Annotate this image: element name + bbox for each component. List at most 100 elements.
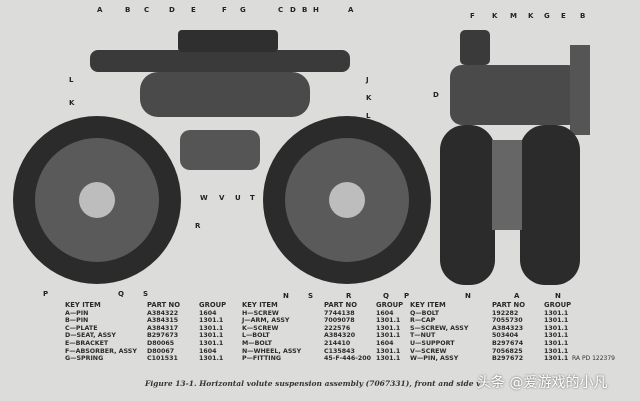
part-no: A384315 <box>147 317 179 325</box>
table-row: G—SPRING C101531 1301.1 <box>65 355 239 363</box>
item: N—WHEEL, ASSY <box>242 347 302 355</box>
callout: R <box>346 292 352 300</box>
part-no: 7055730 <box>492 317 523 325</box>
callout: E <box>561 12 566 20</box>
part-no: D80067 <box>147 347 175 355</box>
group: 1301.1 <box>199 317 224 325</box>
callout: D <box>433 91 439 99</box>
callout: J <box>365 76 369 84</box>
callout: R <box>195 222 201 230</box>
header-group: GROUP <box>544 301 572 309</box>
part-no: 222576 <box>324 324 351 332</box>
table-row: P—FITTING 45-F-446-200 1301.1 <box>242 355 416 363</box>
part-no: A384323 <box>492 324 524 332</box>
group: 1301.1 <box>544 355 569 363</box>
figure-caption: Figure 13-1. Horizontal volute suspensio… <box>145 379 481 388</box>
callout: D <box>169 6 175 14</box>
item: G—SPRING <box>65 355 104 363</box>
callout: V <box>219 194 225 202</box>
table-row: E—BRACKET D80065 1301.1 <box>65 340 239 348</box>
item: U—SUPPORT <box>410 339 455 347</box>
callout: K <box>492 12 498 20</box>
header-part-no: PART NO <box>492 301 526 309</box>
suspension-illustration: A B C D E F G C D B H A L K J K L P Q S … <box>13 6 590 300</box>
item: J—ARM, ASSY <box>242 317 290 325</box>
item: R—CAP <box>410 317 436 325</box>
part-no: 192282 <box>492 309 519 317</box>
callout: U <box>235 194 241 202</box>
part-no: D80065 <box>147 339 175 347</box>
callout: G <box>544 12 550 20</box>
callout: K <box>528 12 534 20</box>
callout: N <box>465 292 471 300</box>
callout: T <box>250 194 255 202</box>
group: 1301.1 <box>544 347 569 355</box>
table-row: W—PIN, ASSY B297672 1301.1 <box>410 355 584 363</box>
group: 1301.1 <box>544 324 569 332</box>
callout: F <box>470 12 475 20</box>
header-part-no: PART NO <box>147 301 181 309</box>
part-no: 503404 <box>492 332 519 340</box>
callout: B <box>125 6 130 14</box>
item: P—FITTING <box>242 355 282 363</box>
group: 1301.1 <box>199 339 224 347</box>
item: T—NUT <box>410 332 436 340</box>
part-no: C101531 <box>147 355 178 363</box>
callout: Q <box>383 292 389 300</box>
callout-labels: A B C D E F G C D B H A L K J K L P Q S … <box>43 6 585 300</box>
group: 1301.1 <box>376 317 401 325</box>
side-view <box>440 30 590 285</box>
part-no: 45-F-446-200 <box>324 355 371 363</box>
header-part-no: PART NO <box>324 301 358 309</box>
callout: A <box>97 6 103 14</box>
table-row: N—WHEEL, ASSY C135843 1301.1 <box>242 348 416 356</box>
group: 1604 <box>376 309 394 317</box>
item: V—SCREW <box>410 347 447 355</box>
front-view <box>13 30 431 284</box>
group: 1604 <box>199 347 217 355</box>
table-row: J—ARM, ASSY 7009078 1301.1 <box>242 317 416 325</box>
callout: W <box>200 194 208 202</box>
item: W—PIN, ASSY <box>410 355 459 363</box>
callout: N <box>555 292 561 300</box>
header-key-item: KEY ITEM <box>410 301 446 309</box>
group: 1301.1 <box>376 347 401 355</box>
watermark: 头条 @爱游戏的小凡 <box>477 375 608 391</box>
group: 1301.1 <box>199 324 224 332</box>
part-no: C135843 <box>324 347 355 355</box>
part-no: 214410 <box>324 339 351 347</box>
group: 1301.1 <box>376 355 401 363</box>
item: C—PLATE <box>65 324 98 332</box>
group: 1301.1 <box>544 332 569 340</box>
item: D—SEAT, ASSY <box>65 332 116 340</box>
header-key-item: KEY ITEM <box>242 301 278 309</box>
part-no: A384317 <box>147 324 179 332</box>
part-no: 7009078 <box>324 317 355 325</box>
item: E—BRACKET <box>65 339 109 347</box>
callout: H <box>313 6 319 14</box>
callout: B <box>580 12 585 20</box>
plate-number-stamp: RA PD 122379 <box>572 355 615 362</box>
callout: E <box>191 6 196 14</box>
callout: A <box>514 292 520 300</box>
part-no: 7056825 <box>492 347 523 355</box>
group: 1301.1 <box>199 355 224 363</box>
table-row: T—NUT 503404 1301.1 <box>410 332 584 340</box>
part-no: B297672 <box>492 355 524 363</box>
callout: F <box>222 6 227 14</box>
callout: A <box>348 6 354 14</box>
callout: P <box>43 290 48 298</box>
group: 1301.1 <box>544 339 569 347</box>
group: 1301.1 <box>376 324 401 332</box>
